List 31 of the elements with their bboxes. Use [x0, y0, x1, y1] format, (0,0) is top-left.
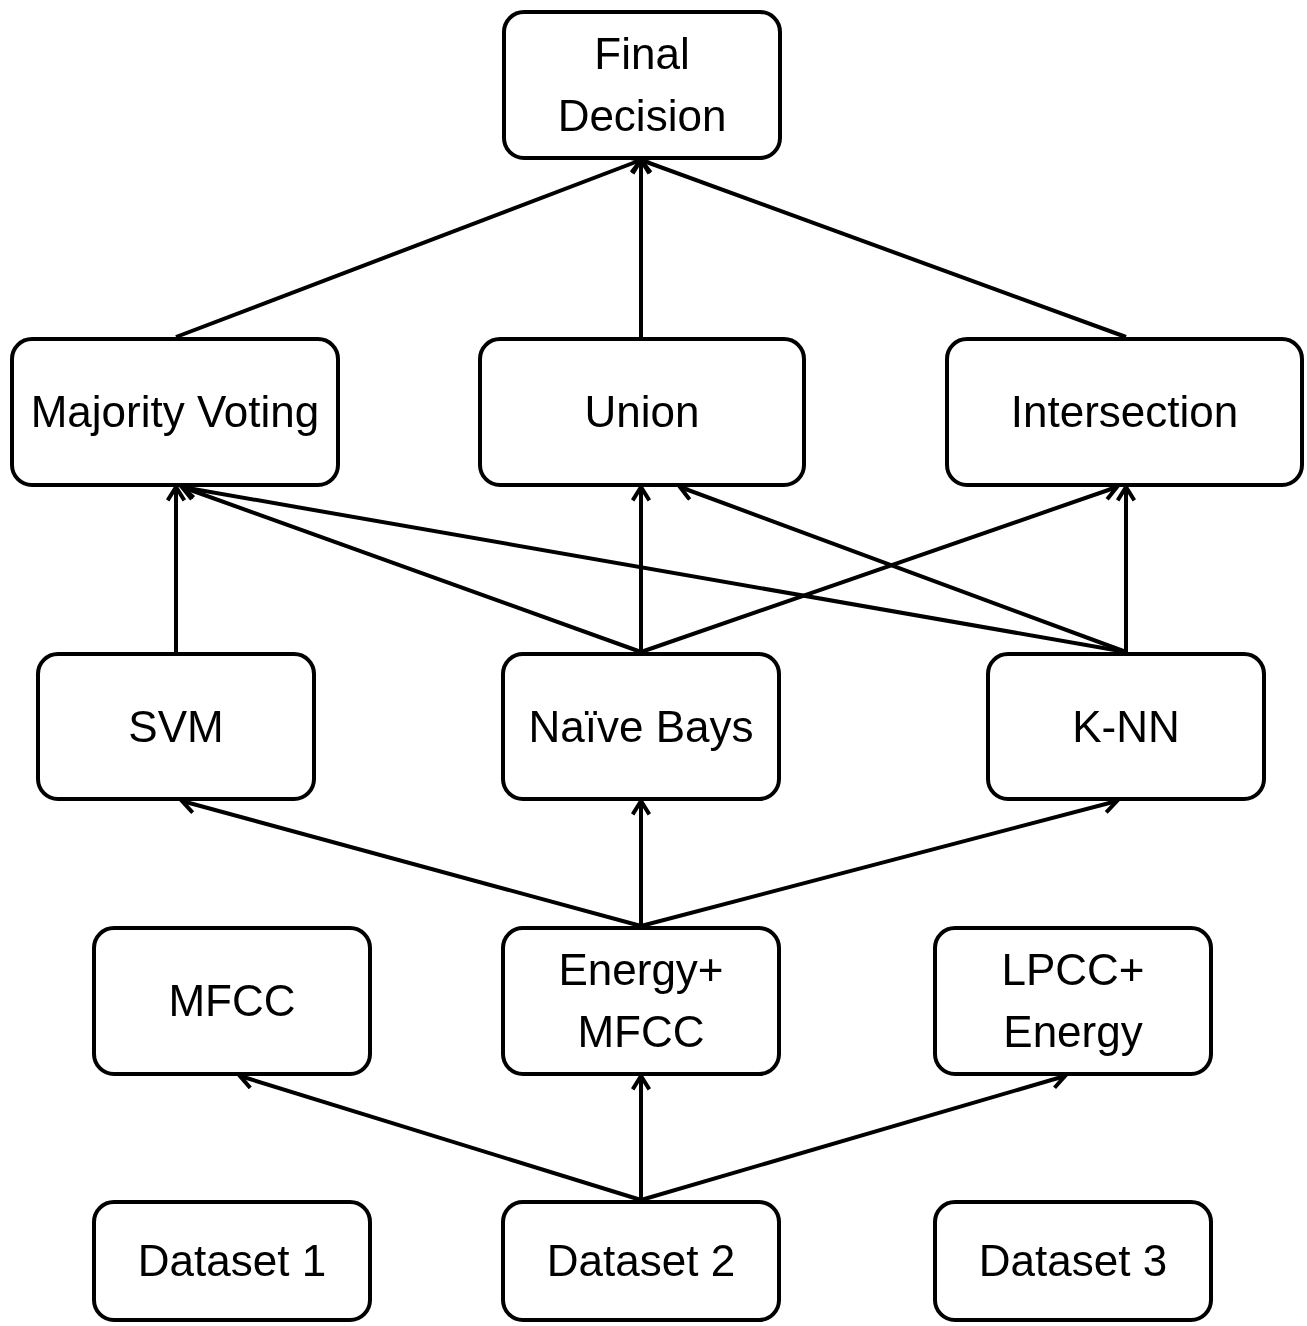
process-box: [986, 652, 1266, 801]
box-label: Final Decision: [556, 28, 728, 142]
process-box: [933, 1200, 1213, 1322]
arrow: [630, 485, 652, 652]
process-box: [501, 926, 781, 1076]
process-box: [501, 652, 781, 801]
box-label: Intersection: [1009, 386, 1240, 438]
process-box: [10, 337, 340, 487]
arrow: [630, 799, 652, 926]
box-label: Naïve Bays: [527, 700, 755, 753]
box-label: Dataset 2: [545, 1235, 737, 1287]
process-box: [933, 926, 1213, 1076]
box-label: LPCC+ Energy: [1000, 944, 1146, 1058]
box-label: Union: [583, 386, 701, 438]
box-label: K-NN: [1071, 700, 1181, 753]
box-label: Dataset 1: [136, 1235, 328, 1287]
process-box: [36, 652, 316, 801]
box-label: Energy+ MFCC: [557, 944, 725, 1058]
process-box: [945, 337, 1304, 487]
process-box: [92, 926, 372, 1076]
process-box: [502, 10, 782, 160]
process-box: [92, 1200, 372, 1322]
box-label: SVM: [127, 700, 225, 753]
box-label: Majority Voting: [29, 386, 321, 438]
process-box: [501, 1200, 781, 1322]
box-label: MFCC: [167, 975, 297, 1027]
process-box: [478, 337, 806, 487]
arrow: [165, 485, 187, 652]
arrow: [630, 1074, 652, 1200]
box-label: Dataset 3: [977, 1235, 1169, 1287]
arrow: [1115, 485, 1137, 652]
